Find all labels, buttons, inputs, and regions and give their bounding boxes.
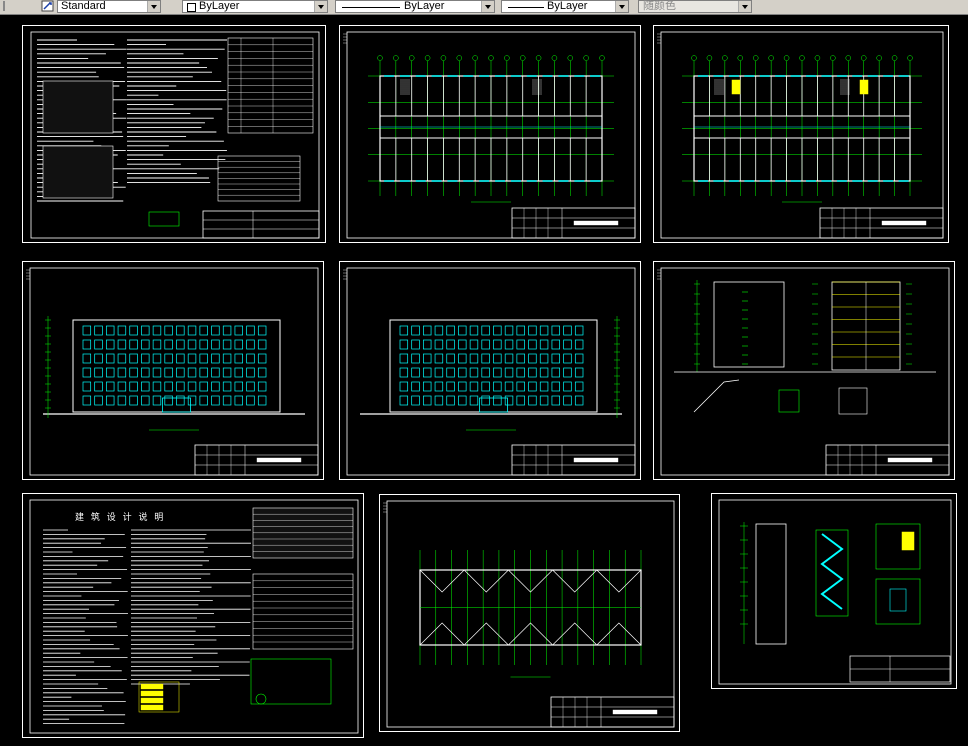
lineweight-select[interactable]: ByLayer bbox=[501, 0, 629, 13]
elevation-1-drawing bbox=[26, 267, 319, 476]
color-swatch-icon bbox=[187, 3, 196, 12]
properties-toolbar: Standard ByLayer ByLayer ByLayer 随颜色 bbox=[0, 0, 968, 15]
text-style-value: Standard bbox=[61, 0, 106, 12]
plotstyle-value: 随颜色 bbox=[643, 0, 676, 12]
color-value: ByLayer bbox=[199, 0, 240, 12]
lineweight-value: ByLayer bbox=[547, 0, 588, 12]
sheet-elevation-2[interactable] bbox=[339, 261, 641, 480]
roof-plan-drawing bbox=[383, 500, 675, 728]
linetype-value: ByLayer bbox=[404, 0, 445, 12]
linetype-select[interactable]: ByLayer bbox=[335, 0, 495, 13]
sheet-notes-drawing bbox=[30, 31, 320, 239]
floor-plan-2-drawing bbox=[657, 31, 944, 239]
stair-details-drawing bbox=[718, 499, 952, 685]
grip-icon bbox=[3, 1, 5, 11]
design-notes-heading: 建 筑 设 计 说 明 bbox=[75, 511, 165, 523]
sections-drawing bbox=[657, 267, 950, 476]
design-notes-drawing: 建 筑 设 计 说 明 bbox=[29, 499, 359, 734]
sheet-design-notes[interactable]: 建 筑 设 计 说 明 bbox=[22, 493, 364, 738]
sheet-notes[interactable] bbox=[22, 25, 326, 243]
linetype-sample bbox=[342, 7, 400, 8]
chevron-down-icon[interactable] bbox=[314, 1, 327, 12]
chevron-down-icon bbox=[738, 1, 751, 12]
elevation-2-drawing bbox=[343, 267, 636, 476]
sheet-stair-details[interactable] bbox=[711, 493, 957, 689]
text-style-select[interactable]: Standard bbox=[57, 0, 161, 13]
sheet-floor-plan-2[interactable] bbox=[653, 25, 949, 243]
sheet-roof-plan[interactable] bbox=[379, 494, 680, 732]
sheet-floor-plan-1[interactable] bbox=[339, 25, 641, 243]
chevron-down-icon[interactable] bbox=[147, 1, 160, 12]
chevron-down-icon[interactable] bbox=[481, 1, 494, 12]
lineweight-sample bbox=[508, 7, 544, 8]
drawing-canvas[interactable]: 建 筑 设 计 说 明 bbox=[0, 15, 968, 746]
floor-plan-1-drawing bbox=[343, 31, 636, 239]
color-select[interactable]: ByLayer bbox=[182, 0, 328, 13]
sheet-sections[interactable] bbox=[653, 261, 955, 480]
chevron-down-icon[interactable] bbox=[615, 1, 628, 12]
sheet-elevation-1[interactable] bbox=[22, 261, 324, 480]
text-style-icon[interactable] bbox=[41, 0, 54, 12]
plotstyle-select: 随颜色 bbox=[638, 0, 752, 13]
